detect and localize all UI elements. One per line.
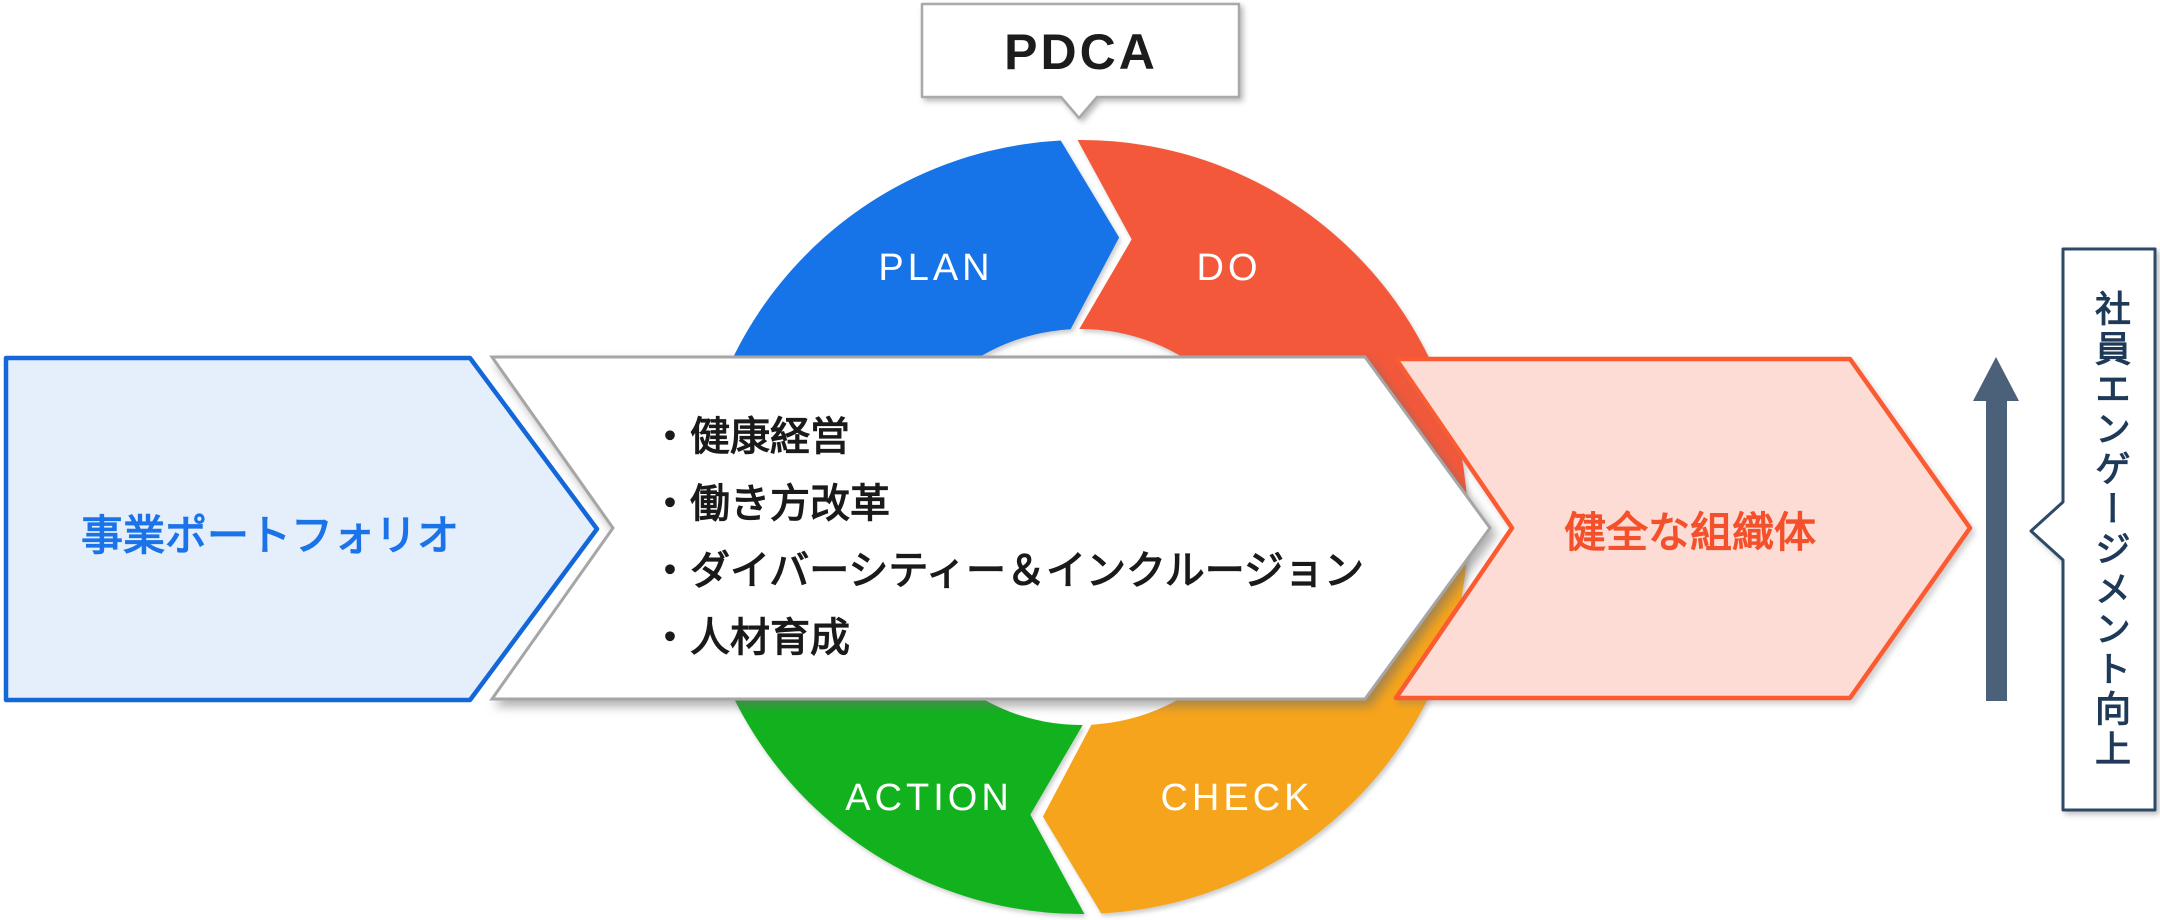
business-portfolio-label: 事業ポートフォリオ	[80, 511, 459, 559]
healthy-organization-arrow	[1393, 356, 1973, 701]
healthy-organization-label: 健全な組織体	[1563, 508, 1816, 556]
check-label: CHECK	[1160, 776, 1314, 819]
engagement-callout-box	[2029, 247, 2157, 812]
plan-label: PLAN	[878, 246, 994, 289]
do-label: DO	[1196, 246, 1262, 289]
initiatives-list: ・健康経営 ・働き方改革 ・ダイバーシティー＆インクルージョン ・人材育成	[650, 399, 1390, 667]
up-arrow-icon	[1973, 357, 2019, 701]
business-portfolio-arrow	[3, 355, 600, 703]
list-item-talent: ・人材育成	[650, 615, 850, 660]
list-item-workstyle: ・働き方改革	[650, 481, 890, 526]
action-label: ACTION	[845, 776, 1013, 819]
pdca-title: PDCA	[1004, 24, 1158, 80]
engagement-label: 社員エンゲージメント向上	[2090, 290, 2131, 770]
pdca-callout-box	[920, 2, 1241, 120]
list-item-diversity: ・ダイバーシティー＆インクルージョン	[650, 548, 1364, 593]
center-white-arrow	[489, 355, 1492, 701]
list-item-health: ・健康経営	[650, 414, 850, 459]
